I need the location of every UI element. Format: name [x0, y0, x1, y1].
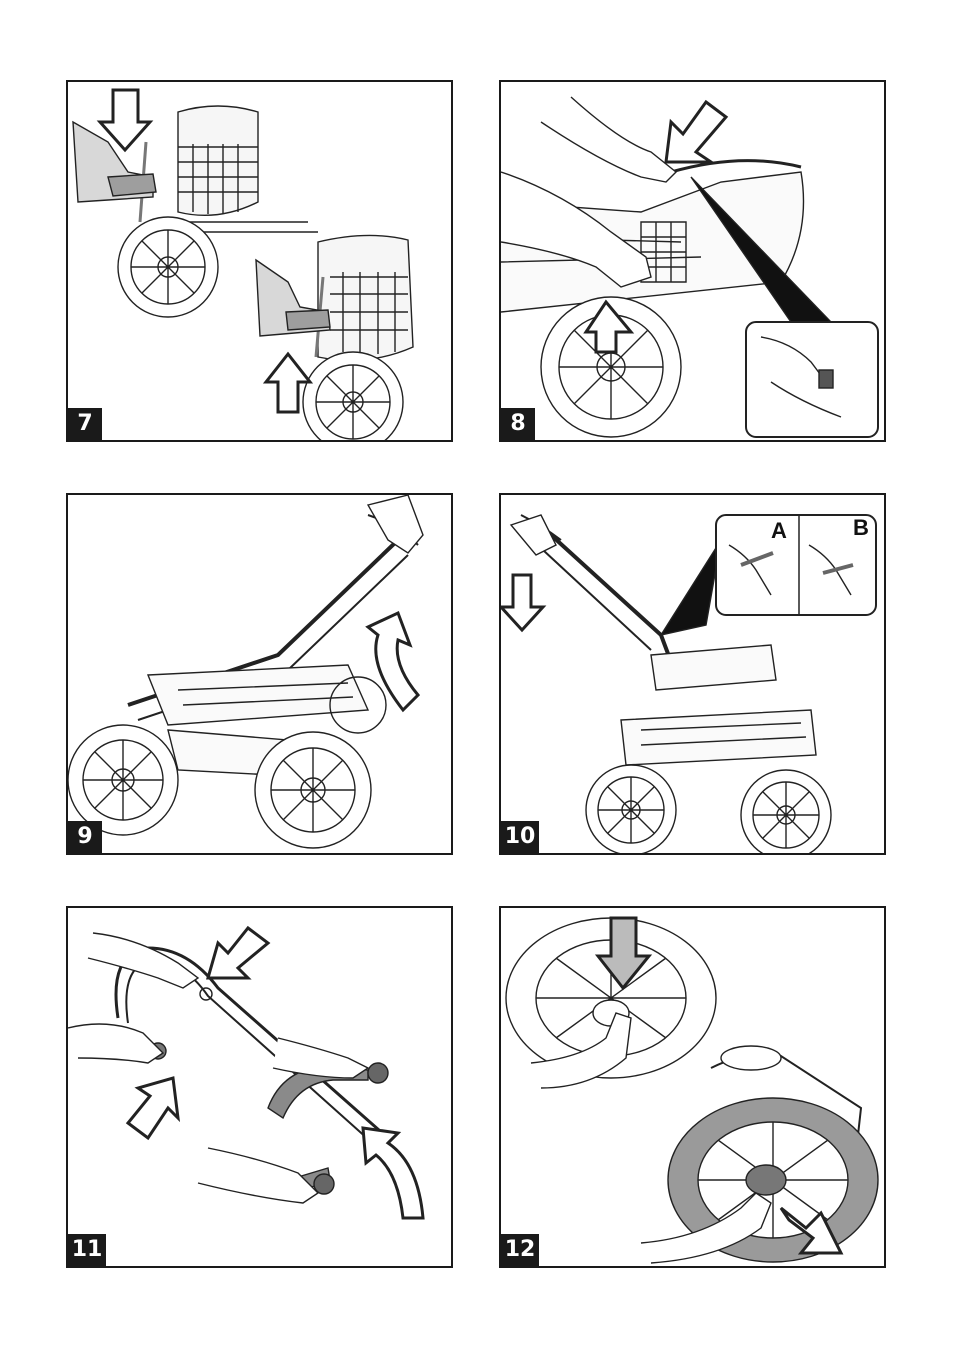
figure-number: 7: [68, 408, 102, 440]
figure-11: 11: [66, 906, 453, 1268]
handlebar-adjust-illustration: [68, 908, 451, 1266]
figure-number: 9: [68, 821, 102, 853]
stroller-brake-foot-illustration: [68, 82, 451, 440]
stroller-fold-lever-illustration: [501, 82, 884, 440]
figure-9: 9: [66, 493, 453, 855]
wheel-removal-illustration: [501, 908, 884, 1266]
figure-number: 11: [68, 1234, 106, 1266]
inset-label-b: B: [853, 515, 869, 541]
stroller-lock-illustration: [501, 495, 884, 853]
figure-number: 8: [501, 408, 535, 440]
figure-12: 12: [499, 906, 886, 1268]
figure-number: 12: [501, 1234, 539, 1266]
figure-8: 8: [499, 80, 886, 442]
figure-10: A B 10: [499, 493, 886, 855]
figure-7: 7: [66, 80, 453, 442]
inset-label-a: A: [771, 518, 787, 544]
figure-number: 10: [501, 821, 539, 853]
stroller-unfold-illustration: [68, 495, 451, 853]
